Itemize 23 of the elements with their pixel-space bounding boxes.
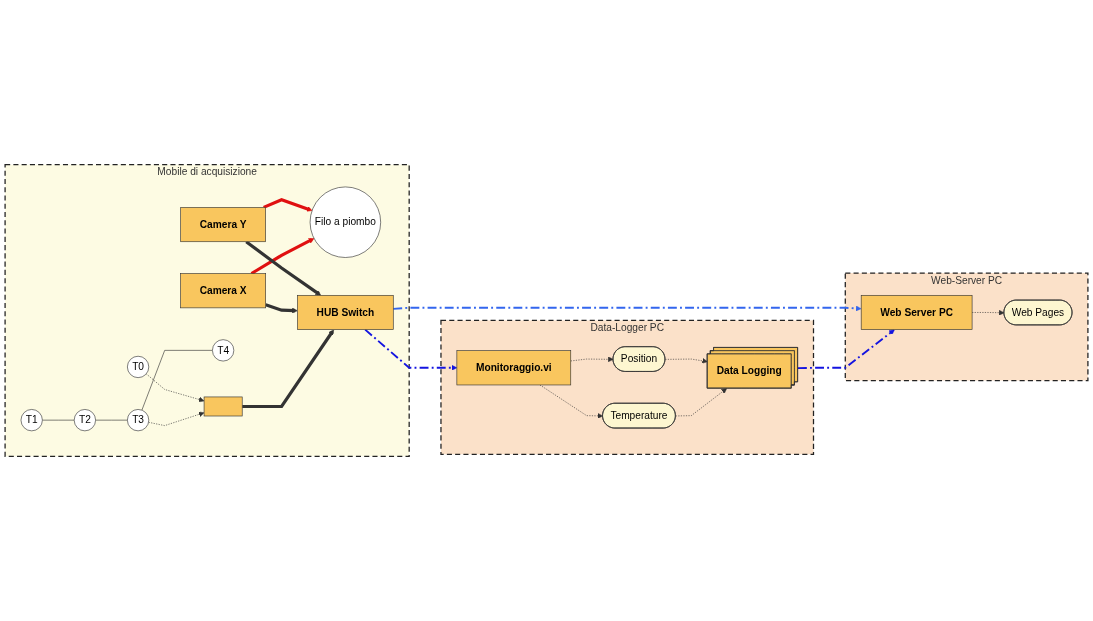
- arrow: [242, 329, 334, 409]
- node-box: Monitoraggio.vi: [456, 350, 572, 386]
- arrow: [392, 305, 862, 312]
- node-box: HUB Switch: [297, 295, 394, 330]
- node-circle: Filo a piombo: [309, 186, 381, 258]
- node-circle: T2: [73, 409, 96, 432]
- connector: [95, 419, 128, 421]
- connector: [42, 419, 75, 421]
- arrow: [245, 240, 321, 296]
- arrow: [364, 328, 458, 371]
- connector: [141, 350, 213, 411]
- node-circle: T4: [212, 339, 235, 362]
- arrow: [265, 303, 298, 314]
- node-box: Camera Y: [180, 207, 266, 243]
- node-box: Web Server PC: [860, 295, 973, 330]
- node-circle: T1: [20, 409, 43, 432]
- arrow: [263, 198, 313, 212]
- node-box: [203, 396, 243, 417]
- node-circle: T3: [127, 409, 150, 432]
- arrow: [796, 329, 895, 370]
- node-box: Camera X: [180, 273, 266, 309]
- arrow: [250, 238, 315, 275]
- node-circle: T0: [127, 355, 150, 378]
